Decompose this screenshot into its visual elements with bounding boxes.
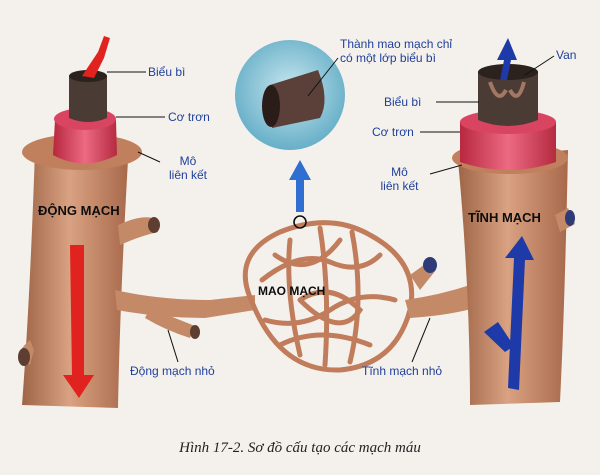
leader-line	[137, 151, 161, 163]
capillary-title: MAO MẠCH	[258, 284, 326, 298]
venous-flow-arrow-branch	[484, 322, 514, 352]
artery-smooth-muscle-label: Cơ trơn	[168, 110, 210, 124]
arteriole-branch	[145, 308, 195, 338]
capillary-wall-line2: có một lớp biểu bì	[340, 51, 436, 65]
arterial-flow-arrow-top	[82, 36, 110, 78]
artery-smooth-muscle	[53, 120, 117, 164]
capillary-wall-label: Thành mao mạch chỉ có một lớp biểu bì	[340, 37, 452, 65]
capillary-loop	[286, 237, 303, 358]
venule-branch-opening	[423, 257, 437, 273]
arteriole-vessel	[115, 290, 255, 318]
capillary-outline	[242, 220, 415, 373]
capillary-loop	[297, 289, 364, 326]
leader-line	[167, 329, 179, 363]
capillary-wall-line1: Thành mao mạch chỉ	[340, 37, 453, 51]
capillary-loop	[272, 237, 343, 268]
artery-title: ĐỘNG MẠCH	[38, 203, 120, 218]
artery-branch-left-opening	[18, 348, 30, 366]
capillary-loop	[347, 229, 361, 365]
artery-epithelium	[69, 76, 107, 122]
figure-caption: Hình 17-2. Sơ đồ cấu tạo các mạch máu	[179, 440, 421, 456]
leader-line	[524, 55, 555, 76]
vein	[452, 38, 575, 405]
venule-label: Tĩnh mạch nhỏ	[362, 364, 443, 378]
vein-title: TĨNH MẠCH	[468, 210, 541, 225]
arterial-flow-arrow	[63, 245, 94, 398]
capillary-network	[242, 220, 415, 373]
vein-connective-label: Mô liên kết	[372, 165, 427, 193]
vein-connective-line2: liên kết	[380, 179, 419, 193]
vein-smooth-muscle	[460, 122, 556, 170]
magnified-capillary-tube	[270, 70, 325, 128]
capillary-highlight-circle	[293, 215, 307, 229]
leader-line	[429, 164, 463, 175]
vein-epithelium-label: Biểu bì	[384, 95, 422, 109]
capillary-loop	[262, 294, 398, 326]
capillary-loop	[259, 252, 383, 283]
venous-flow-arrow-top	[497, 38, 517, 80]
vein-smooth-muscle-label: Cơ trơn	[372, 125, 414, 139]
vein-branch-right-opening	[565, 210, 575, 226]
venule	[405, 257, 485, 318]
magnification-arrow	[289, 160, 311, 212]
artery-connective-line2: liên kết	[168, 168, 208, 182]
vein-body	[458, 150, 568, 405]
leader-line	[411, 317, 431, 363]
venous-flow-arrow	[505, 236, 534, 390]
vein-valve-label: Van	[556, 48, 577, 62]
arteriole-branch-opening	[190, 325, 200, 339]
magnified-capillary-opening	[262, 85, 280, 127]
vein-epithelium	[478, 72, 538, 126]
artery-branch-top-opening	[148, 217, 160, 233]
vein-valve	[488, 81, 526, 98]
leader-lines	[107, 55, 555, 363]
capillary-loop	[277, 332, 373, 348]
leader-line	[307, 57, 339, 97]
artery-connective-line1: Mô	[179, 154, 197, 168]
artery-epithelium-label: Biểu bì	[148, 65, 186, 79]
arteriole-label: Động mạch nhỏ	[130, 364, 215, 378]
artery	[18, 36, 160, 408]
artery-branch-top	[118, 217, 158, 245]
arteriole	[115, 290, 255, 339]
capillary-magnified	[235, 40, 345, 212]
artery-connective-label: Mô liên kết	[163, 154, 213, 182]
venule-vessel	[405, 285, 485, 318]
vein-connective-line1: Mô	[391, 165, 408, 179]
